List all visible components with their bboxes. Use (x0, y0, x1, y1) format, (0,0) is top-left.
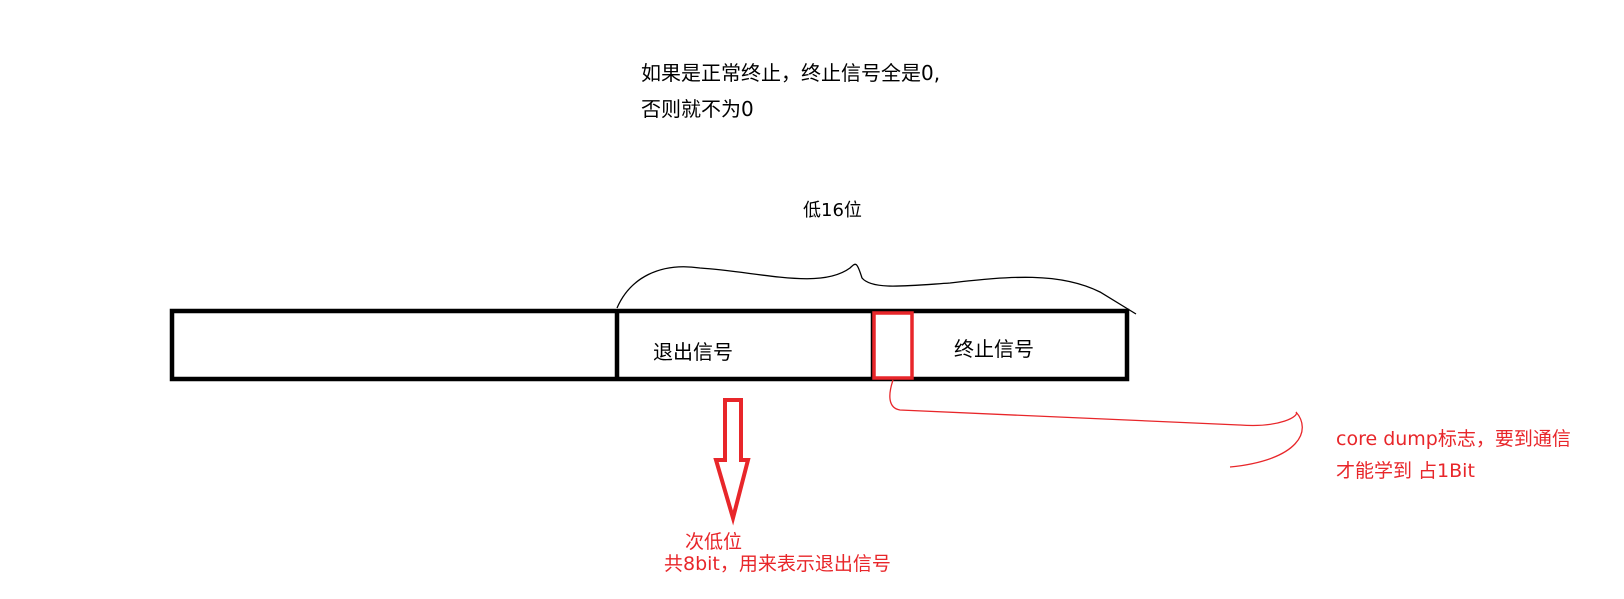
core-dump-line-2: 才能学到 占1Bit (1336, 460, 1475, 482)
note-line-1: 如果是正常终止，终止信号全是0, (641, 61, 941, 85)
second-low-line-2: 共8bit，用来表示退出信号 (664, 553, 891, 575)
core-dump-line-1: core dump标志，要到通信 (1336, 428, 1571, 450)
low16-label: 低16位 (803, 200, 862, 221)
down-arrow (713, 398, 751, 526)
core-dump-bit (872, 311, 914, 380)
core-dump-pointer (889, 379, 1303, 468)
second-low-line-1: 次低位 (685, 531, 743, 553)
note-line-2: 否则就不为0 (641, 97, 754, 121)
exit-signal-label: 退出信号 (653, 340, 733, 364)
term-signal-label: 终止信号 (954, 337, 1034, 361)
low16-brace (616, 263, 1137, 315)
register-box (169, 308, 1130, 382)
